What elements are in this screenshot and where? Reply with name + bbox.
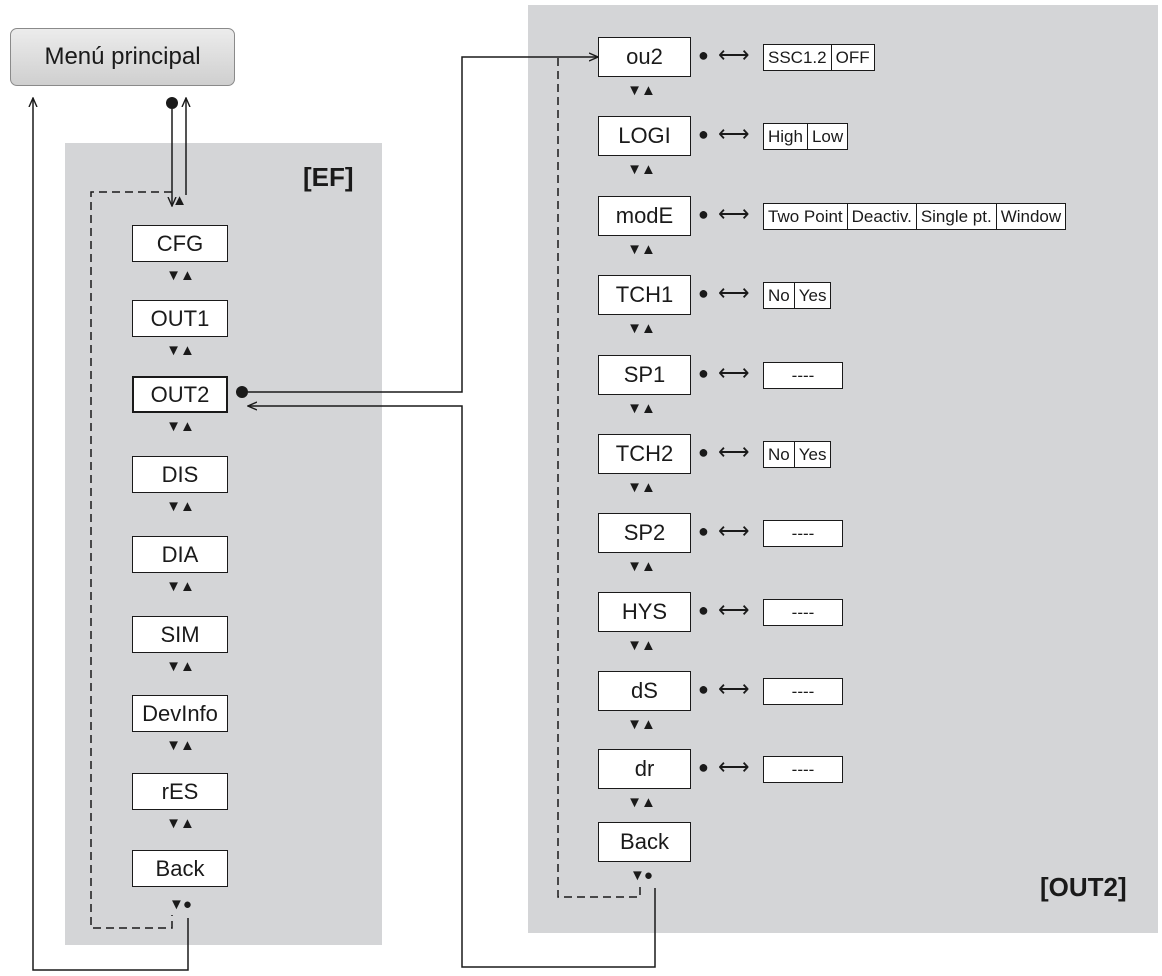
out2-nav-arrows: ▼▲ xyxy=(627,479,656,496)
select-dot: ● xyxy=(698,442,709,462)
select-dot: ● xyxy=(698,521,709,541)
select-dot: ● xyxy=(698,757,709,777)
exchange-arrow: ⟷ xyxy=(718,676,750,701)
option-[interactable]: ---- xyxy=(791,681,815,701)
exchange-arrow: ⟷ xyxy=(718,42,750,67)
out2-param-tch2[interactable]: TCH2 xyxy=(598,434,691,474)
select-dot: ● xyxy=(698,363,709,383)
out2-param-hys[interactable]: HYS xyxy=(598,592,691,632)
out2-nav-arrows: ▼▲ xyxy=(627,320,656,337)
out2-nav-arrows: ▼▲ xyxy=(627,82,656,99)
exchange-arrow: ⟷ xyxy=(718,360,750,385)
ef-nav-arrows: ▼▲ xyxy=(166,342,195,359)
out2-nav-arrows: ▼▲ xyxy=(627,400,656,417)
select-dot: ● xyxy=(698,600,709,620)
exchange-arrow: ⟷ xyxy=(718,518,750,543)
out2-sp1-options: ---- xyxy=(763,362,843,389)
out2-param-ds[interactable]: dS xyxy=(598,671,691,711)
ef-item-devinfo[interactable]: DevInfo xyxy=(132,695,228,732)
ef-item-dia[interactable]: DIA xyxy=(132,536,228,573)
ef-nav-arrows: ▼▲ xyxy=(166,737,195,754)
out2-param-sp1[interactable]: SP1 xyxy=(598,355,691,395)
out2-param-tch1[interactable]: TCH1 xyxy=(598,275,691,315)
option-single-pt[interactable]: Single pt. xyxy=(915,204,996,229)
select-dot: ● xyxy=(698,45,709,65)
ef-back-nav: ▼● xyxy=(169,896,192,913)
select-dot: ● xyxy=(698,679,709,699)
out2-nav-arrows: ▼▲ xyxy=(627,161,656,178)
out2-param-dr[interactable]: dr xyxy=(598,749,691,789)
ef-panel-title: [EF] xyxy=(303,162,354,192)
main-menu-button[interactable]: Menú principal xyxy=(10,28,235,86)
ef-nav-arrows: ▼▲ xyxy=(166,498,195,515)
select-dot: ● xyxy=(698,283,709,303)
out2-param-ou2[interactable]: ou2 xyxy=(598,37,691,77)
option-low[interactable]: Low xyxy=(806,124,847,149)
out2-param-logi[interactable]: LOGI xyxy=(598,116,691,156)
option-off[interactable]: OFF xyxy=(830,45,874,70)
option-ssc1-2[interactable]: SSC1.2 xyxy=(768,47,827,67)
option-no[interactable]: No xyxy=(768,285,790,305)
ef-item-dis[interactable]: DIS xyxy=(132,456,228,493)
out2-param-sp2[interactable]: SP2 xyxy=(598,513,691,553)
ef-item-sim[interactable]: SIM xyxy=(132,616,228,653)
ef-nav-arrows: ▼▲ xyxy=(166,815,195,832)
out2-param-mode[interactable]: modE xyxy=(598,196,691,236)
out2-ds-options: ---- xyxy=(763,678,843,705)
select-dot: ● xyxy=(698,124,709,144)
option-no[interactable]: No xyxy=(768,444,790,464)
option-window[interactable]: Window xyxy=(995,204,1065,229)
out2-dr-options: ---- xyxy=(763,756,843,783)
option-deactiv[interactable]: Deactiv. xyxy=(846,204,916,229)
out2-param-back[interactable]: Back xyxy=(598,822,691,862)
out2-nav-arrows: ▼▲ xyxy=(627,558,656,575)
ef-nav-arrows: ▼▲ xyxy=(166,658,195,675)
exchange-arrow: ⟷ xyxy=(718,754,750,779)
ef-nav-arrow-up: ▲ xyxy=(172,192,187,209)
out2-nav-arrows: ▼▲ xyxy=(627,794,656,811)
exchange-arrow: ⟷ xyxy=(718,201,750,226)
ef-item-back[interactable]: Back xyxy=(132,850,228,887)
ef-nav-arrows: ▼▲ xyxy=(166,578,195,595)
ef-item-res[interactable]: rES xyxy=(132,773,228,810)
main-select-dot xyxy=(166,97,178,109)
ef-nav-arrows: ▼▲ xyxy=(166,418,195,435)
ef-nav-arrows: ▼▲ xyxy=(166,267,195,284)
option-[interactable]: ---- xyxy=(791,759,815,779)
option-yes[interactable]: Yes xyxy=(793,283,831,308)
ef-item-out1[interactable]: OUT1 xyxy=(132,300,228,337)
ef-item-cfg[interactable]: CFG xyxy=(132,225,228,262)
out2-nav-arrows: ▼▲ xyxy=(627,637,656,654)
exchange-arrow: ⟷ xyxy=(718,121,750,146)
out2-panel-title: [OUT2] xyxy=(1040,872,1127,902)
exchange-arrow: ⟷ xyxy=(718,280,750,305)
out2-back-nav: ▼● xyxy=(630,867,653,884)
out2-nav-arrows: ▼▲ xyxy=(627,241,656,258)
out2-sp2-options: ---- xyxy=(763,520,843,547)
option-[interactable]: ---- xyxy=(791,365,815,385)
select-dot: ● xyxy=(698,204,709,224)
ef-item-out2[interactable]: OUT2 xyxy=(132,376,228,413)
option-high[interactable]: High xyxy=(768,126,803,146)
exchange-arrow: ⟷ xyxy=(718,439,750,464)
exchange-arrow: ⟷ xyxy=(718,597,750,622)
option-yes[interactable]: Yes xyxy=(793,442,831,467)
option-[interactable]: ---- xyxy=(791,523,815,543)
out2-nav-arrows: ▼▲ xyxy=(627,716,656,733)
option-[interactable]: ---- xyxy=(791,602,815,622)
option-two-point[interactable]: Two Point xyxy=(768,206,843,226)
out2-hys-options: ---- xyxy=(763,599,843,626)
